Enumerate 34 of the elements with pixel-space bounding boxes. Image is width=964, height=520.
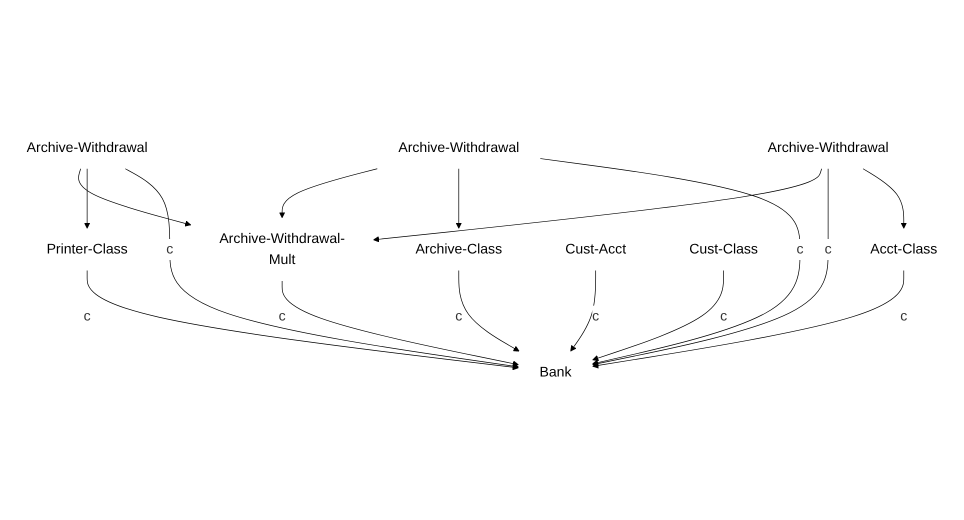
arrow — [373, 168, 822, 242]
node-text: Archive-Withdrawal — [398, 140, 520, 156]
arrow — [78, 168, 192, 226]
arrow — [84, 168, 90, 229]
arrow — [86, 270, 519, 370]
edge-label: c — [592, 308, 600, 324]
edge-label: c — [720, 308, 728, 324]
arrow — [592, 168, 828, 367]
arrow — [862, 168, 907, 229]
node-text: Archive-Withdrawal-Mult — [219, 231, 345, 268]
arrow — [570, 270, 596, 352]
node-text: Archive-Withdrawal — [26, 140, 148, 156]
arrow — [592, 270, 904, 368]
edge-label: c — [900, 308, 908, 324]
node-text: Bank — [540, 364, 572, 380]
edge-label: c — [824, 242, 832, 258]
arrow — [279, 168, 378, 218]
arrow — [282, 280, 519, 367]
arrow — [592, 270, 724, 362]
node-text: Printer-Class — [46, 242, 128, 258]
arrow — [124, 168, 519, 370]
node-text: Acct-Class — [870, 242, 938, 258]
node-text: Cust-Acct — [565, 242, 626, 258]
arrow — [456, 168, 462, 229]
edge-label: c — [84, 308, 91, 324]
node-text: Cust-Class — [689, 242, 758, 258]
node-text: Archive-Class — [415, 242, 502, 258]
edge-label: c — [278, 308, 286, 324]
edge-label: c — [796, 242, 804, 258]
node-text: Archive-Withdrawal — [768, 140, 889, 156]
arrow — [458, 270, 520, 352]
arrow — [540, 158, 800, 366]
edge-label: c — [455, 308, 462, 324]
edge-label: c — [166, 242, 174, 258]
